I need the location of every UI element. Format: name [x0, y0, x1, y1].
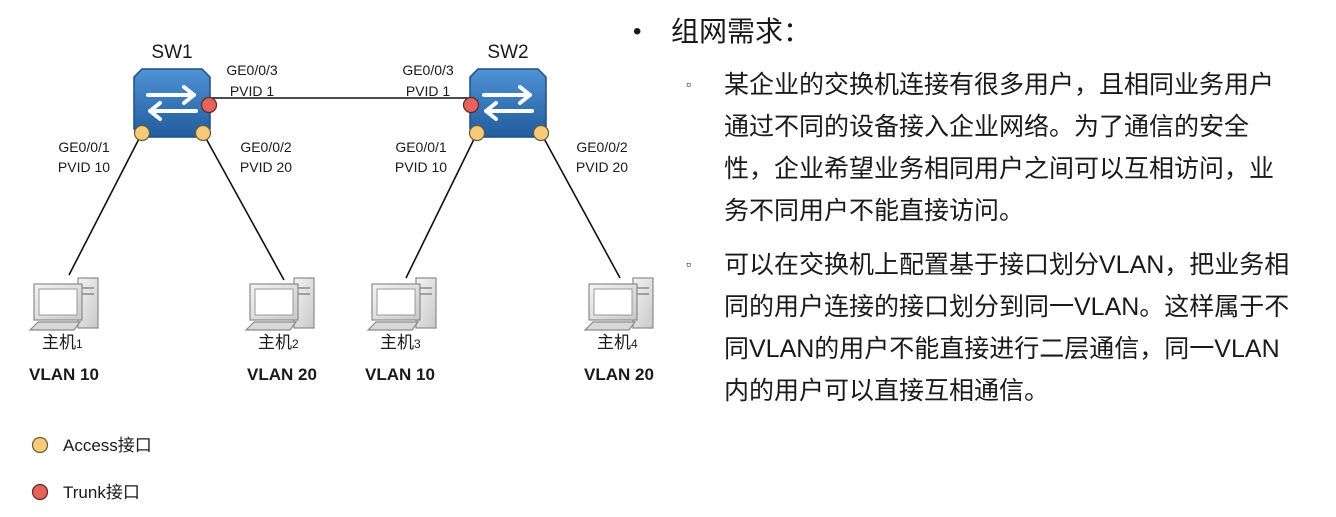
legend-trunk-label: Trunk接口: [63, 483, 140, 502]
list-item: ▫ 某企业的交换机连接有很多用户，且相同业务用户通过不同的设备接入企业网络。为了…: [633, 64, 1313, 232]
port-name: GE0/0/1: [58, 139, 110, 155]
computer-icon: [29, 277, 99, 331]
trunk-port-sw1: [200, 96, 218, 114]
port-pvid: PVID 10: [58, 159, 110, 175]
link-sw2-host3: [405, 132, 478, 279]
square-bullet-icon: ▫: [686, 76, 691, 92]
legend-access-swatch: [31, 436, 49, 454]
network-diagram: SW1 SW2 GE0/0/3 PVID 1 GE0/0/3 PVID 1 GE…: [29, 42, 654, 502]
access-port-sw1-p1: [133, 124, 151, 142]
port-name: GE0/0/2: [240, 139, 292, 155]
host-label: 主机4: [597, 333, 638, 352]
bullet-icon: •: [633, 18, 642, 45]
heading-text: 组网需求：: [671, 16, 812, 47]
list-item: ▫ 可以在交换机上配置基于接口划分VLAN，把业务相同的用户连接的接口划分到同一…: [633, 244, 1313, 412]
host-vlan: VLAN 20: [247, 365, 317, 384]
port-pvid: PVID 1: [406, 83, 451, 99]
computer-icon: [245, 277, 315, 331]
legend-trunk-swatch: [31, 483, 49, 501]
host-label: 主机2: [258, 333, 299, 352]
link-sw1-host2: [202, 132, 285, 281]
host-label: 主机1: [42, 333, 83, 352]
switch-label-sw2: SW2: [487, 42, 528, 63]
access-port-sw2-p1: [468, 124, 486, 142]
trunk-port-sw2: [462, 96, 480, 114]
port-pvid: PVID 20: [240, 159, 292, 175]
square-bullet-icon: ▫: [686, 256, 691, 272]
link-sw2-host4: [540, 132, 621, 279]
port-name: GE0/0/3: [402, 62, 454, 78]
item-text: 可以在交换机上配置基于接口划分VLAN，把业务相同的用户连接的接口划分到同一VL…: [724, 251, 1290, 405]
switch-label-sw1: SW1: [151, 42, 192, 63]
port-pvid: PVID 1: [230, 83, 275, 99]
host-label: 主机3: [380, 333, 421, 352]
legend-access-label: Access接口: [63, 436, 152, 455]
port-pvid: PVID 20: [576, 159, 628, 175]
port-name: GE0/0/2: [576, 139, 628, 155]
host-vlan: VLAN 10: [29, 365, 99, 384]
requirements-panel: • 组网需求： ▫ 某企业的交换机连接有很多用户，且相同业务用户通过不同的设备接…: [633, 12, 1313, 412]
host-vlan: VLAN 20: [584, 365, 654, 384]
port-name: GE0/0/1: [395, 139, 447, 155]
computer-icon: [367, 277, 437, 331]
access-port-sw2-p2: [532, 124, 550, 142]
access-port-sw1-p2: [194, 124, 212, 142]
link-sw1-host1: [68, 132, 143, 276]
port-name: GE0/0/3: [226, 62, 278, 78]
port-pvid: PVID 10: [395, 159, 447, 175]
item-text: 某企业的交换机连接有很多用户，且相同业务用户通过不同的设备接入企业网络。为了通信…: [724, 71, 1275, 225]
host-vlan: VLAN 10: [365, 365, 435, 384]
requirements-heading: • 组网需求：: [633, 12, 1313, 52]
